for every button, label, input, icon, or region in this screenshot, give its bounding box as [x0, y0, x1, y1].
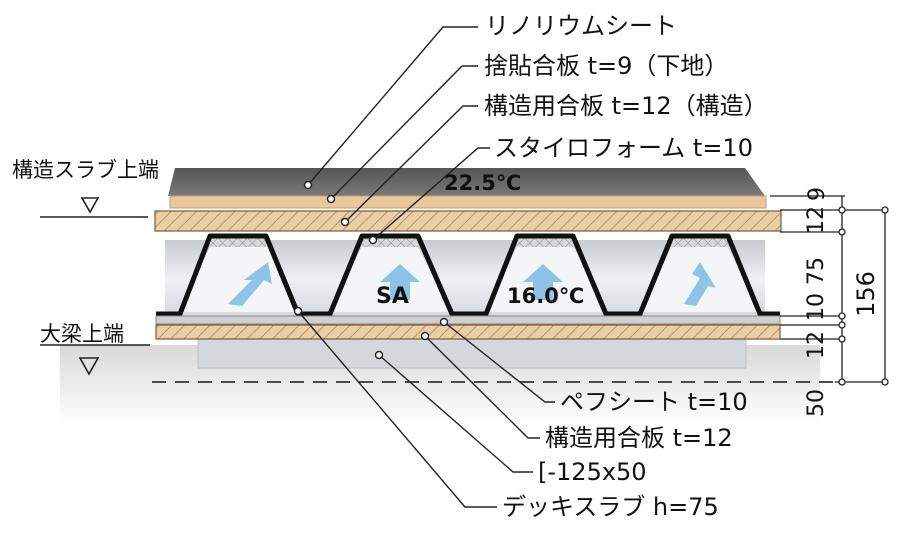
label-deck-slab: デッキスラブ h=75 [502, 493, 719, 521]
dimension-lines [770, 195, 888, 383]
beam-top-level-marker [40, 344, 150, 376]
leader-perf-sheet [443, 321, 555, 403]
deck-profile-line [156, 233, 780, 317]
leader-styrofoam [372, 147, 490, 241]
dim-total-156: 156 [852, 271, 880, 317]
dim-10: 10 [804, 293, 829, 321]
dim-75: 75 [804, 257, 829, 285]
label-beam-top-level: 大梁上端 [40, 322, 124, 346]
leader-dot-plywood-base [326, 194, 336, 204]
leader-channel [378, 354, 533, 473]
leader-linoleum [307, 26, 478, 186]
dim-12-top: 12 [804, 206, 829, 234]
leader-deck-slab [297, 310, 497, 508]
structural-plywood-bottom-layer [155, 324, 781, 340]
leader-dot-plywood-struct-bottom [420, 331, 430, 341]
label-channel: [-125x50 [538, 458, 647, 486]
leader-plywood-base [330, 65, 478, 200]
label-plywood-base: 捨貼合板 t=9（下地） [484, 52, 729, 80]
temperature-lower: 16.0℃ [507, 284, 585, 308]
label-perf-sheet: ペフシート t=10 [560, 388, 748, 416]
leader-dot-channel [374, 350, 384, 360]
dimension-ticks [838, 206, 889, 386]
leader-dot-perf-sheet [439, 317, 449, 327]
leader-plywood-struct-top [344, 105, 478, 223]
label-linoleum: リノリウムシート [485, 12, 677, 40]
perf-sheet-layer [155, 315, 781, 325]
supply-air-label: SA [376, 284, 409, 309]
temperature-upper: 22.5℃ [444, 171, 522, 195]
dim-50: 50 [804, 389, 829, 417]
airflow-arrows [228, 262, 716, 306]
leader-dot-linoleum [303, 180, 313, 190]
leader-plywood-struct-bottom [424, 335, 540, 439]
label-plywood-struct-bottom: 構造用合板 t=12 [545, 424, 733, 452]
label-slab-top-level: 構造スラブ上端 [12, 158, 159, 182]
structural-plywood-top-layer [154, 210, 782, 232]
label-styrofoam: スタイロフォーム t=10 [494, 134, 753, 162]
leader-dot-plywood-struct-top [340, 217, 350, 227]
leader-dot-deck-slab [293, 306, 303, 316]
channel-beam [197, 337, 747, 369]
base-plywood-layer [169, 195, 767, 209]
label-plywood-struct-top: 構造用合板 t=12（構造） [484, 92, 768, 120]
dim-9: 9 [805, 187, 830, 201]
slab-top-level-marker [40, 197, 148, 218]
dim-12-bottom: 12 [804, 331, 829, 359]
leader-dot-styrofoam [368, 235, 378, 245]
